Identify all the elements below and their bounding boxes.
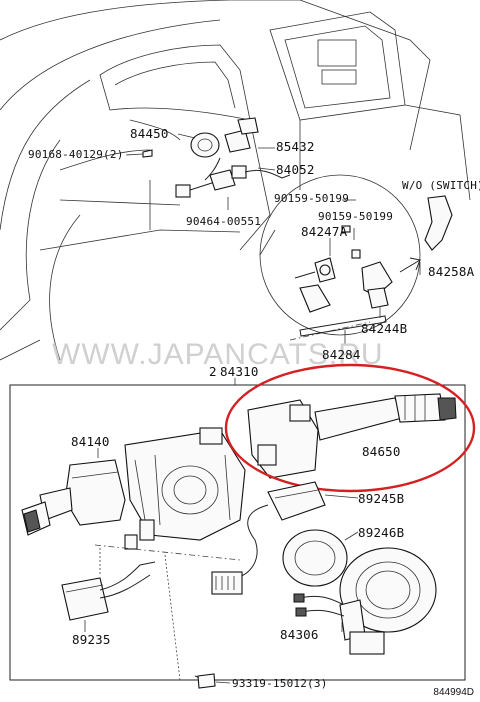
label-90159a: 90159-50199 bbox=[274, 192, 350, 205]
combination-switch-body bbox=[124, 427, 246, 550]
dashboard-outline bbox=[0, 0, 471, 361]
label-84244b: 84244B bbox=[361, 321, 408, 336]
figure-id: 844994D bbox=[433, 687, 474, 698]
watermark: WWW.JAPANCATS.RU bbox=[52, 338, 384, 371]
label-84310-prefix: 2 bbox=[209, 364, 217, 379]
leader-lines-lower bbox=[84, 494, 359, 684]
label-84258a: 84258A bbox=[428, 264, 475, 279]
guide-lines-lower bbox=[94, 544, 241, 689]
label-93319: 93319-15012(3) bbox=[232, 677, 328, 690]
highlight-ellipse bbox=[224, 363, 476, 493]
part-89235 bbox=[61, 561, 156, 621]
label-89235: 89235 bbox=[72, 632, 111, 647]
label-84140: 84140 bbox=[71, 434, 110, 449]
label-89246b: 89246B bbox=[358, 525, 405, 540]
label-84650: 84650 bbox=[362, 444, 401, 459]
label-84052: 84052 bbox=[276, 162, 315, 177]
label-84310: 84310 bbox=[220, 364, 259, 379]
upper-parts bbox=[142, 117, 453, 341]
label-wo-switch: W/O (SWITCH) bbox=[402, 179, 480, 192]
label-84450: 84450 bbox=[130, 126, 169, 141]
label-90464: 90464-00551 bbox=[186, 215, 262, 228]
label-90159b: 90159-50199 bbox=[318, 210, 394, 223]
label-85432: 85432 bbox=[276, 139, 315, 154]
assembly-box bbox=[9, 378, 466, 681]
label-90168: 90168-40129(2) bbox=[28, 148, 124, 161]
label-84284: 84284 bbox=[322, 347, 361, 362]
part-84650 bbox=[247, 393, 457, 479]
label-89245b: 89245B bbox=[358, 491, 405, 506]
leader-lines-upper bbox=[125, 133, 421, 345]
part-89245b bbox=[211, 481, 326, 595]
part-89246b bbox=[282, 529, 348, 587]
part-84306 bbox=[293, 547, 437, 655]
label-84247a: 84247A bbox=[301, 224, 348, 239]
label-84306: 84306 bbox=[280, 627, 319, 642]
part-84140 bbox=[21, 448, 126, 536]
